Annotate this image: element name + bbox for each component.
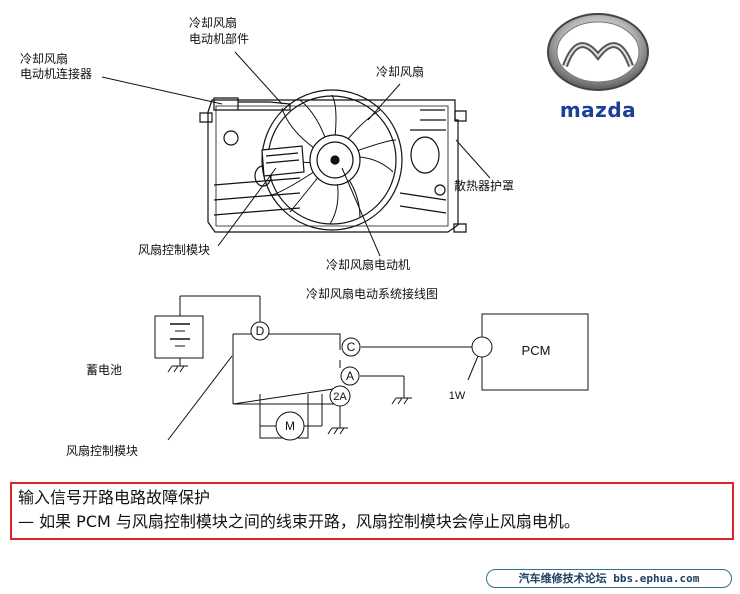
fan-ring [261,89,403,231]
leader-lines [101,51,491,257]
label-motor-part-line1: 冷却风扇 [189,16,238,30]
pcm-label: PCM [522,343,551,358]
label-connector-line1: 冷却风扇 [20,52,69,66]
mazda-logo: mazda [547,13,649,122]
terminal-a [340,366,360,386]
label-shroud: 散热器护罩 [454,179,515,193]
label-battery: 蓄电池 [86,363,123,377]
terminal-d [250,321,270,341]
label-motor-part-line2: 电动机部件 [189,32,250,46]
terminal-a-label: A [346,369,354,383]
motor-label: M [285,419,295,433]
caption-title: 输入信号开路电路故障保护 [18,488,211,507]
battery-box [154,315,204,359]
mazda-wordmark: mazda [560,98,636,122]
label-control-module-top: 风扇控制模块 [138,243,211,257]
fan-assembly-illustration [199,89,467,233]
label-control-module-bottom: 风扇控制模块 [66,444,139,458]
caption-box: 输入信号开路电路故障保护 — 如果 PCM 与风扇控制模块之间的线束开路，风扇控… [10,482,734,540]
wiring-diagram [154,295,589,441]
caption-body: — 如果 PCM 与风扇控制模块之间的线束开路，风扇控制模块会停止风扇电机。 [18,512,580,531]
terminal-c-label: C [347,340,356,354]
label-fan-motor: 冷却风扇电动机 [326,258,411,272]
label-wiring-title: 冷却风扇电动系统接线图 [306,287,439,301]
pcm-terminal-1w [471,336,493,358]
radiator-shroud [207,99,459,233]
forum-watermark: 汽车维修技术论坛 bbs.ephua.com [486,569,732,588]
label-connector-line2: 电动机连接器 [20,67,93,81]
label-fan: 冷却风扇 [376,65,425,79]
terminal-2a [329,385,351,407]
terminal-2a-label: 2A [333,391,347,403]
terminal-d-label: D [256,324,265,338]
wire-1w-label: 1W [449,390,466,402]
fan-control-module-box [232,333,341,405]
terminal-c [341,337,361,357]
